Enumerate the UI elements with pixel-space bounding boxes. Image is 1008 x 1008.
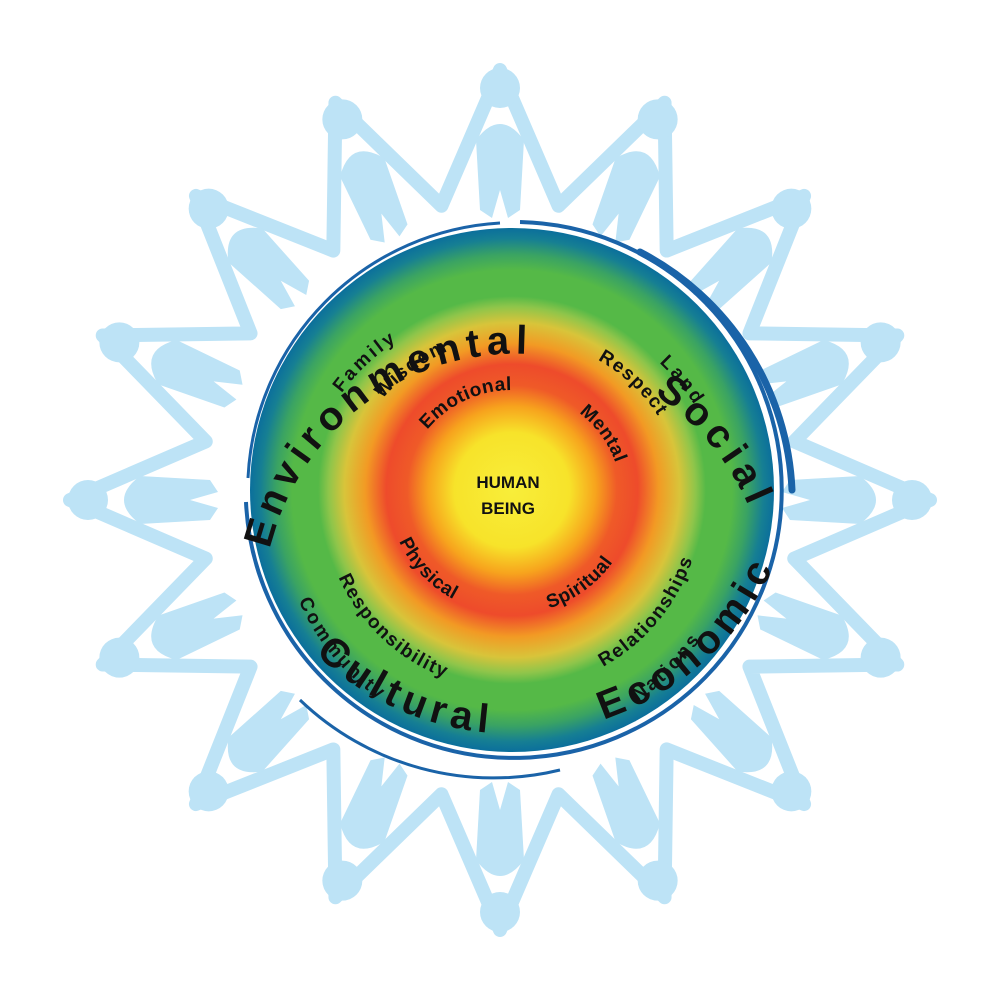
brush-stroke-right xyxy=(636,248,796,494)
holding-hands-figure-icon xyxy=(99,322,243,408)
holding-hands-figure-icon xyxy=(322,99,408,243)
outer-border-stroke-2 xyxy=(246,221,501,479)
holding-hands-figure-icon xyxy=(690,188,812,310)
holding-hands-figure-icon xyxy=(99,592,243,678)
holding-hands-figure-icon xyxy=(68,476,218,524)
brush-stroke-bottom xyxy=(298,698,561,780)
holding-hands-figure-icon xyxy=(690,690,812,812)
holding-hands-figure-icon xyxy=(782,476,932,524)
holding-hands-figure-icon xyxy=(592,99,678,243)
holding-hands-figure-icon xyxy=(476,782,524,932)
center-label-line2: BEING xyxy=(481,499,535,518)
holding-hands-figure-icon xyxy=(322,757,408,901)
wellness-rings xyxy=(250,228,774,752)
holding-hands-figure-icon xyxy=(757,592,901,678)
holding-hands-figure-icon xyxy=(757,322,901,408)
holding-hands-figure-icon xyxy=(592,757,678,901)
holding-hands-figures xyxy=(63,63,937,937)
holding-hands-figure-icon xyxy=(476,68,524,218)
holding-hands-figure-icon xyxy=(188,188,310,310)
center-label-line1: HUMAN xyxy=(476,473,539,492)
holding-hands-figure-icon xyxy=(188,690,310,812)
